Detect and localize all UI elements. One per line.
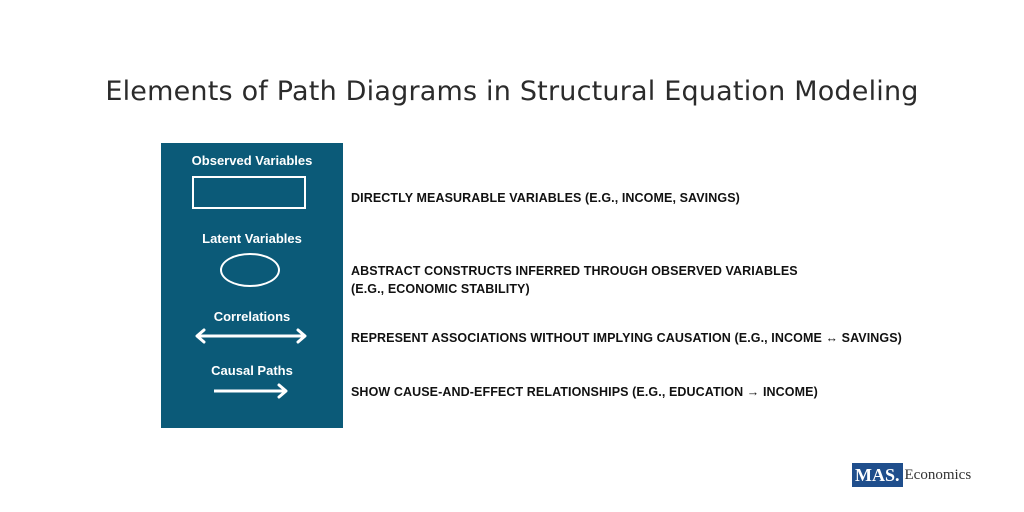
legend-label-latent: Latent Variables [202,231,302,246]
legend-label-observed: Observed Variables [191,153,313,168]
description-causal: SHOW CAUSE-AND-EFFECT RELATIONSHIPS (E.G… [351,383,818,401]
single-headed-arrow-icon [214,383,288,399]
legend-label-causal: Causal Paths [211,363,293,378]
rectangle-icon [192,176,306,209]
description-line: ABSTRACT CONSTRUCTS INFERRED THROUGH OBS… [351,264,798,278]
description-observed: DIRECTLY MEASURABLE VARIABLES (E.G., INC… [351,189,740,207]
description-line: REPRESENT ASSOCIATIONS WITHOUT IMPLYING … [351,331,902,345]
logo-mark: MAS. [852,463,903,487]
description-correlations: REPRESENT ASSOCIATIONS WITHOUT IMPLYING … [351,329,902,347]
diagram-title: Elements of Path Diagrams in Structural … [105,76,919,107]
description-line: SHOW CAUSE-AND-EFFECT RELATIONSHIPS (E.G… [351,385,818,399]
description-line: (E.G., ECONOMIC STABILITY) [351,282,530,296]
ellipse-icon [220,253,280,287]
description-latent: ABSTRACT CONSTRUCTS INFERRED THROUGH OBS… [351,262,798,298]
legend-panel: Observed Variables Latent Variables Corr… [161,143,343,428]
description-line: DIRECTLY MEASURABLE VARIABLES (E.G., INC… [351,191,740,205]
brand-logo: MAS. Economics [852,463,971,487]
legend-label-correlations: Correlations [213,309,291,324]
logo-text: Economics [904,466,972,483]
double-headed-arrow-icon [195,328,307,344]
